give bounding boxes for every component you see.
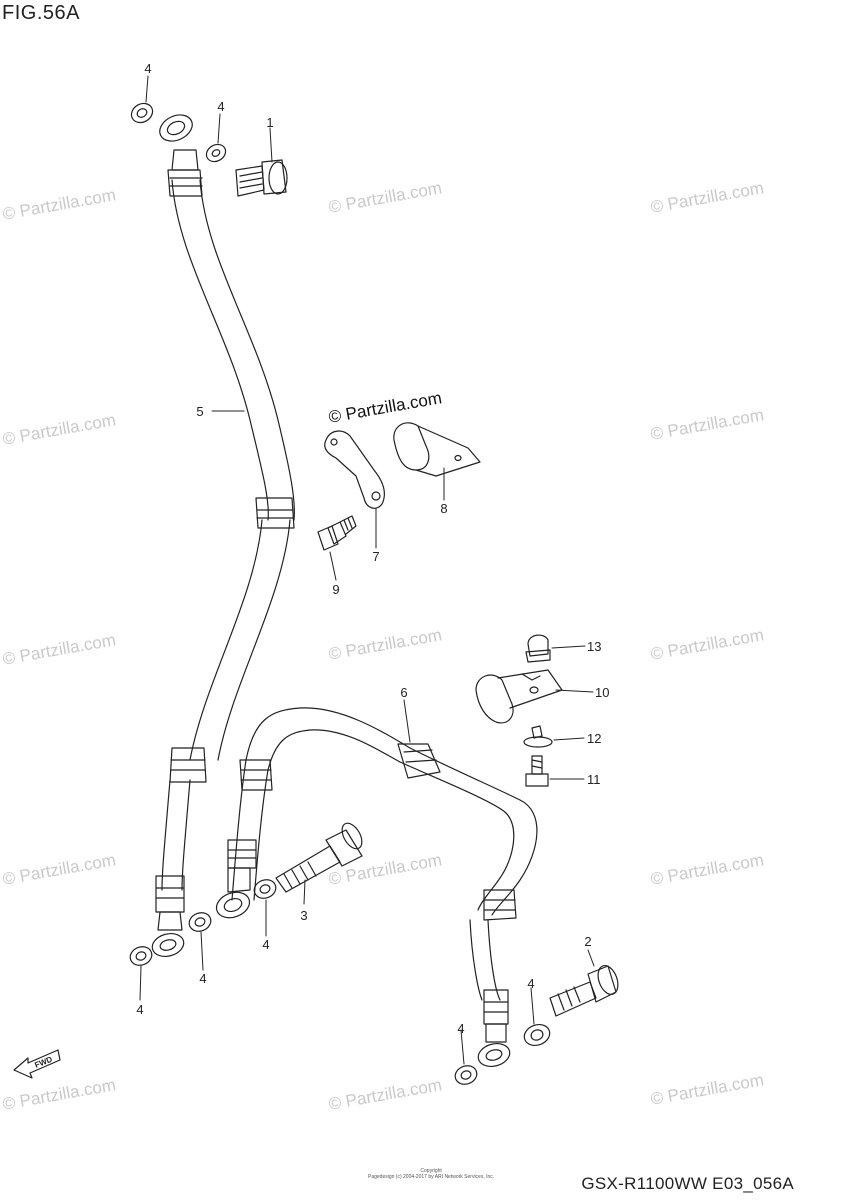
callout-labels: 1 2 3 4 4 4 4 4 4 4 4 5 6 7 8 9 10 11 12…	[136, 61, 609, 1036]
callout-10: 10	[595, 685, 609, 700]
copyright-text: Copyright Pagedesign (c) 2004-2017 by AR…	[368, 1168, 495, 1180]
forward-arrow-icon: FWD	[13, 1049, 61, 1079]
callout-7: 7	[372, 549, 379, 564]
hose-clamp-8	[393, 422, 481, 477]
hose-clip-7	[324, 430, 386, 509]
callout-9: 9	[332, 582, 339, 597]
callout-2: 2	[584, 934, 591, 949]
leader-lines	[139, 75, 595, 1065]
callout-4: 4	[136, 1002, 143, 1017]
cap-nut-13	[525, 634, 551, 663]
callout-1: 1	[266, 115, 273, 130]
figure-code: GSX-R1100WW E03_056A	[581, 1174, 794, 1193]
callout-13: 13	[587, 639, 601, 654]
union-bolt-1	[235, 159, 288, 197]
figure-title: FIG.56A	[2, 2, 80, 24]
clamp-10	[475, 669, 563, 724]
union-bolt-3	[275, 822, 363, 893]
callout-4: 4	[527, 976, 534, 991]
callout-11: 11	[587, 772, 601, 787]
callout-4: 4	[199, 971, 206, 986]
callout-6: 6	[400, 685, 407, 700]
callout-8: 8	[440, 501, 447, 516]
bolt-12	[523, 725, 553, 748]
bolt-11	[525, 755, 549, 787]
callout-5: 5	[196, 404, 203, 419]
callout-4: 4	[262, 937, 269, 952]
callout-12: 12	[587, 731, 601, 746]
bolt-9	[317, 515, 357, 551]
callout-4: 4	[217, 99, 224, 114]
washers-4	[129, 102, 551, 1085]
brake-hose-left	[151, 114, 295, 958]
callout-4: 4	[457, 1021, 464, 1036]
callout-3: 3	[300, 908, 307, 923]
union-bolt-2	[549, 964, 619, 1017]
brake-hose-right	[215, 707, 538, 1068]
callout-4: 4	[144, 61, 151, 76]
